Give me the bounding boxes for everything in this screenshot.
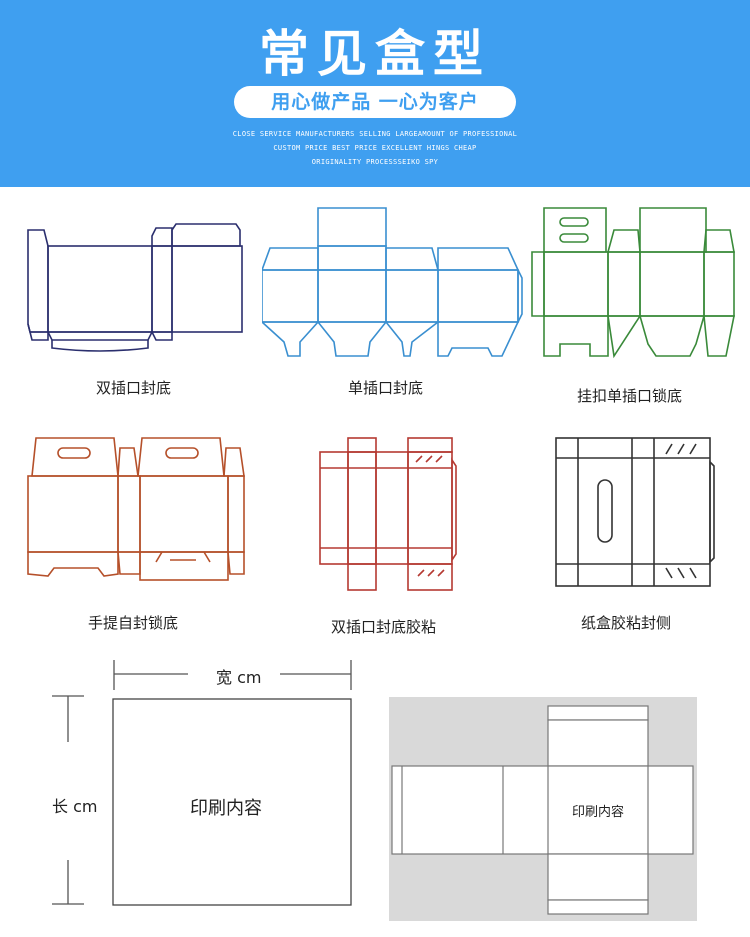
page-title: 常见盒型 [259, 25, 491, 83]
tagline-line-1: CLOSE SERVICE MANUFACTURERS SELLING LARG… [232, 130, 518, 138]
dieline-glued-side [554, 436, 716, 590]
dimension-drawing [0, 650, 360, 922]
header-banner: 常见盒型 用心做产品 一心为客户 CLOSE SERVICE MANUFACTU… [0, 0, 750, 187]
caption-hanger-tuck: 挂扣单插口锁底 [577, 387, 683, 405]
dieline-hanger-tuck [530, 206, 740, 360]
unfolded-print-label: 印刷内容 [572, 805, 625, 820]
dieline-single-tuck [262, 206, 524, 364]
slogan-text: 用心做产品 一心为客户 [271, 91, 479, 113]
caption-double-tuck: 双插口封底 [96, 379, 172, 397]
caption-double-tuck-glued: 双插口封底胶粘 [331, 618, 437, 636]
dieline-double-tuck [24, 222, 249, 357]
caption-single-tuck: 单插口封底 [348, 379, 424, 397]
caption-glued-side: 纸盒胶粘封侧 [581, 614, 672, 632]
tagline-line-2: CUSTOM PRICE BEST PRICE EXCELLENT HINGS … [273, 144, 477, 152]
caption-handle-lock: 手提自封锁底 [88, 614, 179, 632]
tagline-line-3: ORIGINALITY PROCESSSEIKO SPY [311, 158, 439, 166]
print-content-label: 印刷内容 [190, 798, 262, 819]
dieline-double-tuck-glued [318, 436, 458, 594]
dieline-handle-lock [24, 434, 254, 584]
width-label: 宽 cm [216, 668, 262, 687]
length-label: 长 cm [52, 797, 98, 816]
slogan-pill: 用心做产品 一心为客户 [234, 86, 516, 118]
unfolded-box-panel: 印刷内容 [389, 697, 697, 921]
